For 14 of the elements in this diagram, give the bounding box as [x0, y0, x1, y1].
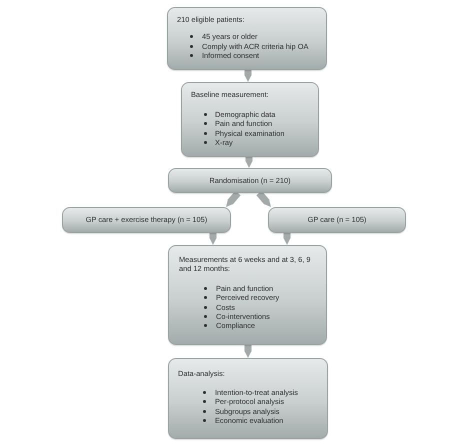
process-box: [168, 168, 332, 193]
block-arrow: [223, 190, 241, 210]
block-arrow: [256, 190, 274, 210]
process-box: [268, 207, 406, 233]
block-arrow: [284, 233, 290, 245]
process-box: [62, 207, 231, 233]
block-arrow: [246, 157, 252, 168]
process-box: [181, 82, 319, 157]
process-box: [167, 7, 327, 70]
process-box: [168, 358, 328, 439]
block-arrow: [210, 233, 216, 245]
block-arrow: [244, 70, 252, 82]
block-arrow: [244, 345, 252, 358]
process-box: [168, 245, 327, 345]
